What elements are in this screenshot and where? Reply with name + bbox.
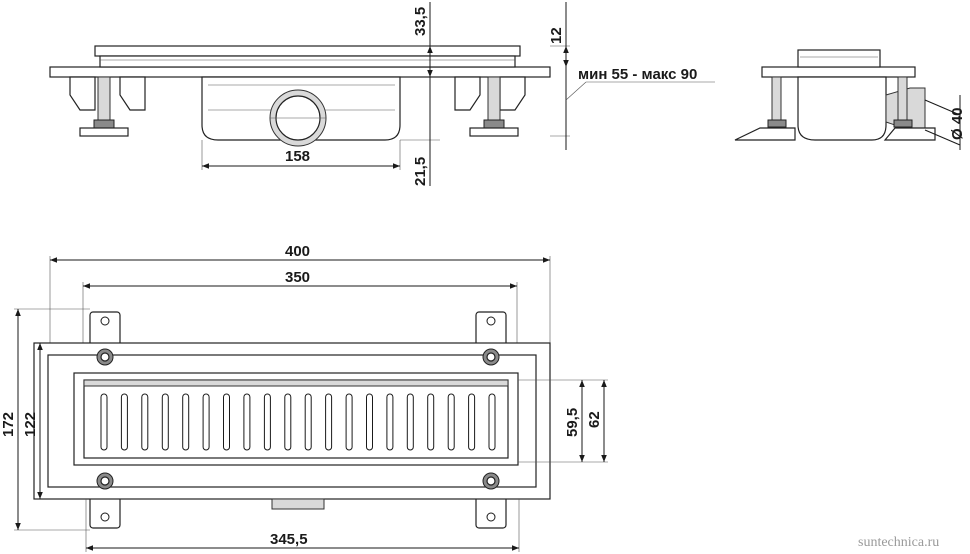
dim-12: 12 bbox=[548, 27, 565, 44]
top-flange bbox=[49, 66, 551, 78]
dim-158: 158 bbox=[285, 148, 310, 165]
grate-slot bbox=[120, 393, 128, 451]
grate-slot bbox=[100, 393, 108, 451]
grate-slot bbox=[263, 393, 271, 451]
bolt-head bbox=[96, 348, 500, 490]
dim-59-5: 59,5 bbox=[564, 408, 581, 437]
grate-slot bbox=[223, 393, 230, 451]
dim-172: 172 bbox=[0, 412, 17, 437]
dim-345-5: 345,5 bbox=[270, 531, 308, 548]
dim-400: 400 bbox=[285, 243, 310, 260]
grate-slot bbox=[325, 393, 333, 451]
grate-slot bbox=[243, 393, 251, 451]
grate-slot bbox=[284, 393, 292, 451]
dim-min-max: мин 55 - макс 90 bbox=[578, 66, 697, 83]
grate-slot bbox=[345, 393, 353, 451]
side-view: Ø 40 bbox=[734, 49, 966, 150]
watermark: suntechnica.ru bbox=[858, 535, 939, 550]
dim-33-5: 33,5 bbox=[412, 7, 429, 36]
grate-slot bbox=[386, 393, 394, 451]
grate-slot bbox=[488, 393, 496, 451]
grate-slot bbox=[447, 393, 455, 451]
dim-21-5: 21,5 bbox=[412, 157, 429, 186]
dim-62: 62 bbox=[586, 411, 603, 428]
grate-slot bbox=[468, 393, 476, 451]
grate-slot bbox=[202, 393, 210, 451]
grate-slot bbox=[304, 393, 312, 451]
grate-slot bbox=[406, 393, 414, 451]
front-elevation-view: 158 33,5 21,5 12 мин 55 - макс 90 bbox=[49, 2, 715, 186]
leg-right bbox=[487, 76, 501, 123]
leg-left bbox=[97, 76, 111, 123]
dim-outlet-40: Ø 40 bbox=[949, 107, 966, 140]
grate-slot bbox=[427, 393, 435, 451]
grate-slots bbox=[100, 393, 496, 451]
dim-122: 122 bbox=[22, 412, 39, 437]
grate-slot bbox=[366, 393, 373, 451]
grate-slot bbox=[141, 393, 149, 451]
grate-slot bbox=[161, 393, 169, 451]
grate-top bbox=[94, 45, 521, 57]
dim-350: 350 bbox=[285, 269, 310, 286]
grate-slot bbox=[182, 393, 190, 451]
plan-view: 400 350 345,5 bbox=[0, 243, 608, 552]
